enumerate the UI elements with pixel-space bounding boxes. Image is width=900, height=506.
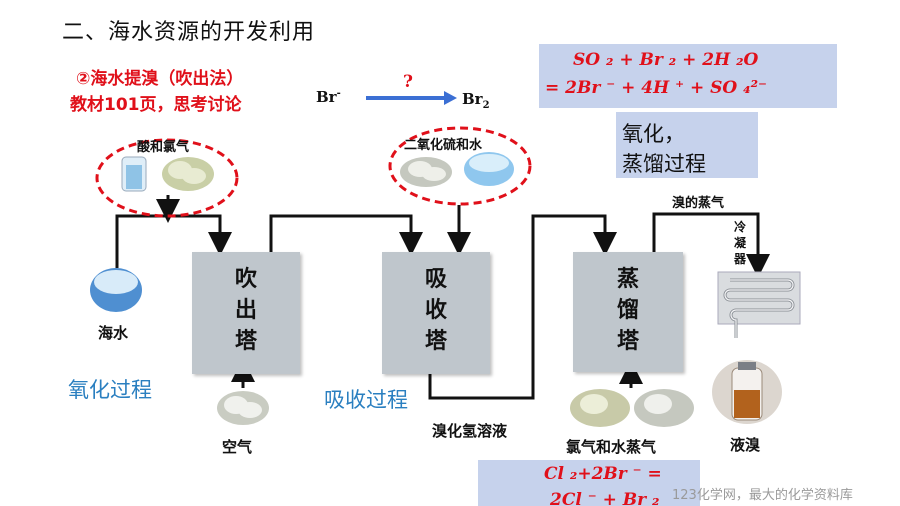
tower3-char1: 蒸: [616, 267, 639, 292]
right-dashed-circle: [388, 126, 532, 206]
liquid-bromine-icon: [712, 360, 782, 424]
tower2-char3: 塔: [424, 329, 447, 354]
equation-bottom-line2: 2Cl ⁻ + Br ₂: [550, 490, 660, 506]
reactant-symbol: Br: [316, 88, 337, 106]
reaction-product: Br2: [462, 90, 490, 111]
seawater-label: 海水: [98, 324, 129, 342]
equation-top-line2: = 2Br ⁻ + 4H ⁺ + SO ₄²⁻: [545, 78, 768, 98]
tower1-char3: 塔: [234, 329, 257, 354]
tower1-char2: 出: [234, 298, 257, 323]
note-box: 氧化， 蒸馏过程: [616, 112, 758, 178]
tower2-char1: 吸: [424, 267, 447, 292]
condenser-icon: [717, 271, 801, 338]
air-label: 空气: [222, 438, 253, 456]
reaction-arrow: [366, 91, 457, 105]
reactant-charge: -: [336, 88, 341, 99]
tower1-char1: 吹: [234, 267, 257, 292]
blow-out-tower: 吹 出 塔: [192, 252, 300, 374]
chlorine-steam-clouds-icon: [570, 389, 694, 427]
product-subscript: 2: [482, 100, 490, 111]
equation-top-line1: SO ₂ + Br ₂ + 2H ₂O: [573, 50, 759, 70]
hbr-solution-label: 溴化氢溶液: [432, 422, 508, 440]
product-symbol: Br: [462, 90, 483, 108]
distillation-tower: 蒸 馏 塔: [573, 252, 683, 372]
absorption-process-label: 吸收过程: [324, 388, 408, 412]
seawater-icon: [90, 268, 142, 312]
chlorine-steam-label: 氯气和水蒸气: [566, 438, 657, 456]
equation-box-bottom: Cl ₂+2Br ⁻ = 2Cl ⁻ + Br ₂: [478, 460, 700, 506]
so2-cloud-icon: [400, 157, 452, 187]
reaction-question: ?: [403, 72, 413, 92]
tower2-char2: 收: [424, 298, 447, 323]
liquid-bromine-label: 液溴: [730, 436, 761, 454]
absorption-tower: 吸 收 塔: [382, 252, 490, 374]
bromine-vapor-label: 溴的蒸气: [672, 196, 725, 211]
reaction-reactant: Br-: [316, 88, 341, 106]
tower3-char2: 馏: [616, 298, 639, 323]
chlorine-cloud-icon: [162, 157, 214, 191]
condenser-char2: 凝: [734, 236, 747, 250]
oxidation-process-label: 氧化过程: [68, 378, 152, 402]
acid-bottle-icon: [121, 156, 147, 192]
condenser-char3: 器: [734, 252, 747, 266]
condenser-char1: 冷: [734, 220, 747, 234]
air-cloud-icon: [217, 391, 269, 425]
acid-chlorine-label: 酸和氯气: [137, 140, 190, 155]
note-line1: 氧化，: [622, 122, 685, 146]
equation-bottom-line1: Cl ₂+2Br ⁻ =: [544, 464, 662, 484]
so2-water-label: 二氧化硫和水: [404, 138, 483, 153]
subtitle-reference: 教材101页，思考讨论: [70, 95, 242, 115]
watermark: 123化学网，最大的化学资料库: [672, 488, 853, 503]
tower3-char3: 塔: [616, 329, 639, 354]
subtitle-method: ②海水提溴（吹出法）: [76, 69, 244, 89]
note-line2: 蒸馏过程: [622, 152, 706, 176]
left-dashed-circle: [95, 138, 239, 218]
page-title: 二、海水资源的开发利用: [62, 20, 316, 45]
equation-box-top: SO ₂ + Br ₂ + 2H ₂O = 2Br ⁻ + 4H ⁺ + SO …: [539, 44, 837, 108]
water-icon: [464, 152, 514, 186]
